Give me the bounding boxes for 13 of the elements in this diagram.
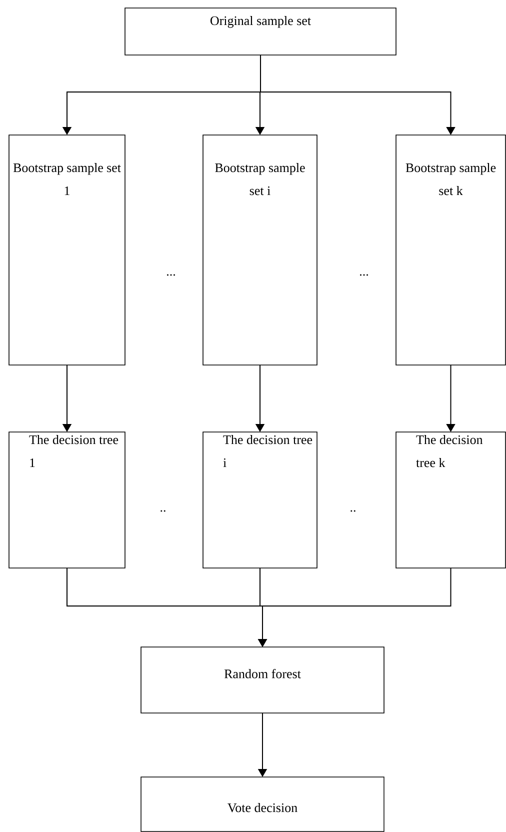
sample-box: Bootstrap sample set i — [202, 134, 318, 366]
ellipsis: .. — [160, 510, 166, 512]
process-box: Vote decision — [140, 776, 384, 832]
tree-box: The decision tree i — [202, 432, 318, 568]
ellipsis: ... — [167, 274, 176, 276]
sample-box: Bootstrap sample set k — [396, 134, 506, 366]
ellipsis: ... — [360, 274, 368, 276]
process-box: Original sample set — [124, 8, 396, 56]
tree-box: The decision tree k — [396, 432, 506, 568]
tree-box: The decision tree 1 — [8, 432, 126, 568]
ellipsis: .. — [350, 510, 356, 512]
sample-box: Bootstrap sample set 1 — [8, 134, 126, 366]
process-box: Random forest — [140, 646, 384, 714]
